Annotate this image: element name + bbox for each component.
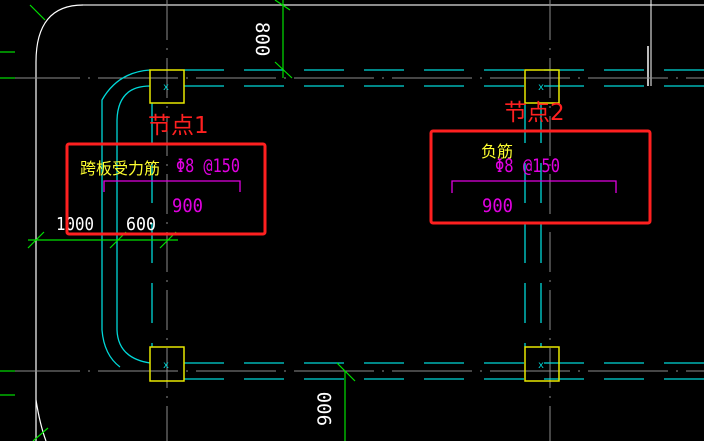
column-center-marks: x x x x	[163, 82, 544, 371]
dimension-left-b: 600	[126, 214, 156, 235]
rebar-lines	[101, 69, 704, 380]
node1-spec: Φ8 @150	[176, 155, 240, 177]
svg-text:x: x	[538, 360, 544, 371]
dimension-top: 800	[251, 22, 273, 56]
svg-text:x: x	[538, 82, 544, 93]
window-edge	[704, 0, 727, 441]
node1-bar-name: 跨板受力筋	[80, 159, 160, 178]
dimension-left-a: 1000	[56, 214, 94, 235]
svg-text:x: x	[163, 360, 169, 371]
node2-spec: Φ8 @150	[495, 155, 560, 177]
column-node2-top[interactable]	[524, 69, 560, 104]
node2-label: 节点2	[504, 100, 565, 126]
dimension-lines	[0, 0, 356, 441]
node2-length: 900	[482, 195, 513, 217]
node1-span-bracket	[103, 180, 241, 192]
columns	[149, 69, 560, 382]
column-node1-top[interactable]	[149, 69, 185, 104]
node1-highlight-box	[65, 142, 267, 236]
node1-length: 900	[172, 195, 203, 217]
column-bottom-right[interactable]	[524, 346, 560, 382]
column-bottom-left[interactable]	[149, 346, 185, 382]
node2-span-bracket	[451, 180, 617, 193]
node2-highlight-box	[429, 129, 652, 225]
dimension-bottom: 900	[314, 392, 336, 426]
node2-bar-name: 负筋	[481, 142, 513, 161]
slab-outline	[35, 4, 84, 441]
svg-text:x: x	[163, 82, 169, 93]
node2-annotation[interactable]: 节点2 负筋 Φ8 @150 900	[429, 100, 652, 225]
grid-axes	[0, 0, 704, 441]
node1-annotation[interactable]: 节点1 跨板受力筋 Φ8 @150 900	[65, 113, 267, 236]
node1-label: 节点1	[148, 113, 209, 139]
